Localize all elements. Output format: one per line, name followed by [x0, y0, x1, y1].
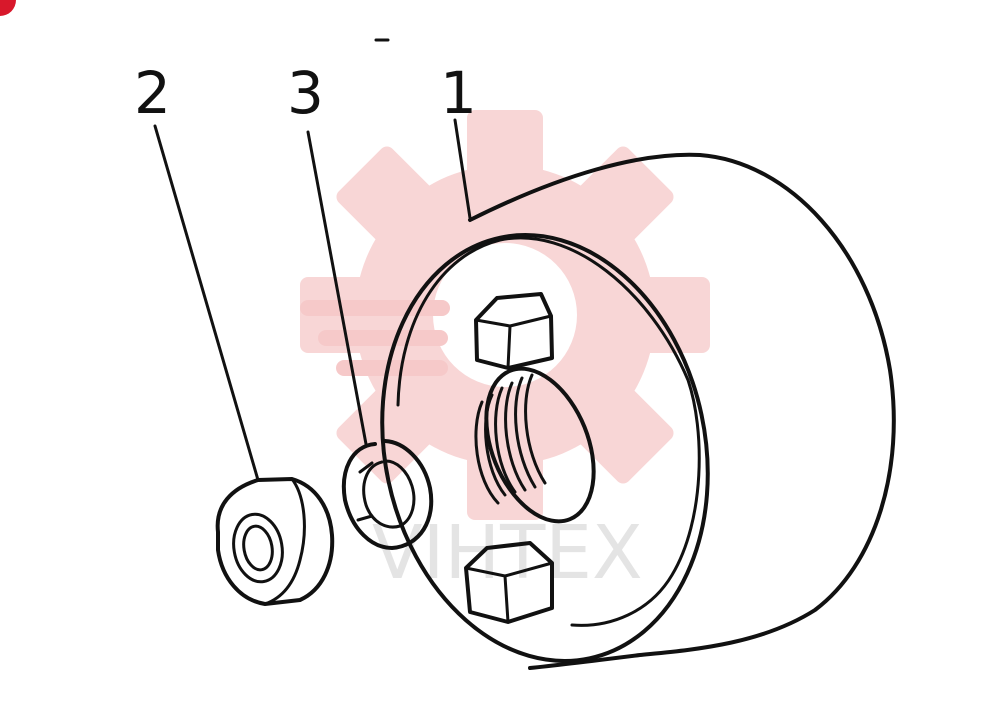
callout-1: 1 [440, 59, 477, 127]
part-2-hex-nut [215, 477, 335, 606]
watermark-gear-icon [300, 110, 710, 520]
corner-badge-icon [0, 0, 16, 16]
leader-line-2 [153, 124, 260, 482]
leader-line-3 [306, 130, 368, 446]
leader-line-1 [453, 118, 472, 220]
callout-2: 2 [134, 59, 171, 127]
part-3-lock-washer [341, 439, 434, 550]
part-1-disc [380, 152, 896, 670]
callout-3: 3 [287, 59, 324, 127]
watermark-text: VIHTEX [372, 510, 643, 596]
